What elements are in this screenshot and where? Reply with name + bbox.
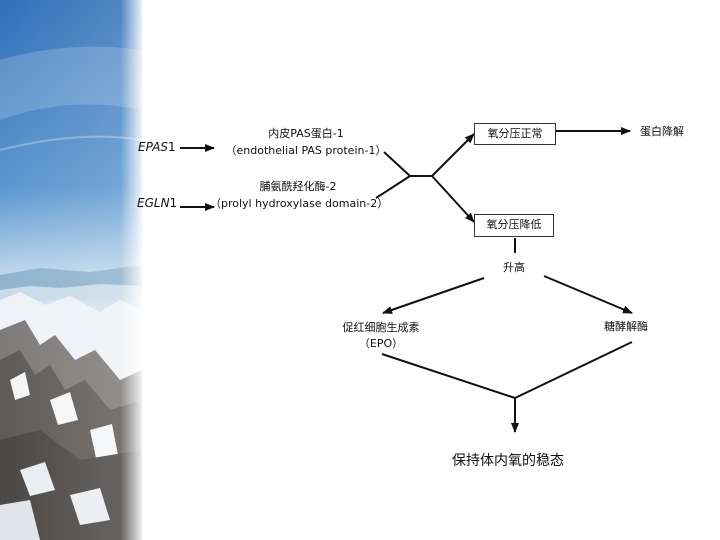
protein-egln1-label: 脯氨酰羟化酶-2 （prolyl hydroxylase domain-2） — [210, 180, 389, 210]
label-glycolytic-enzymes: 糖酵解酶 — [604, 320, 648, 333]
line-glycolysis-to-merge — [514, 341, 633, 399]
box-oxygen-normal: 氧分压正常 — [474, 123, 556, 145]
line-epo-to-merge — [381, 353, 516, 399]
label-rise: 升高 — [503, 261, 525, 274]
label-epo: 促红细胞生成素 （EPO） — [342, 321, 420, 350]
label-protein-degradation: 蛋白降解 — [640, 125, 684, 138]
gene-egln1: EGLN1 — [137, 196, 178, 210]
line-protein2-to-junction — [375, 175, 411, 199]
protein-epas1-label: 内皮PAS蛋白-1 （endothelial PAS protein-1） — [225, 127, 387, 157]
box-oxygen-low: 氧分压降低 — [474, 214, 554, 237]
arrow-to-normal — [431, 133, 475, 177]
arrow-to-low — [431, 175, 475, 223]
sidebar-mountain-image — [0, 0, 142, 540]
line-protein1-to-junction — [383, 151, 411, 177]
gene-epas1: EPAS1 — [138, 140, 176, 154]
label-oxygen-homeostasis: 保持体内氧的稳态 — [452, 453, 564, 469]
arrow-rise-to-epo — [382, 277, 485, 314]
arrow-rise-to-glycolysis — [543, 275, 633, 314]
